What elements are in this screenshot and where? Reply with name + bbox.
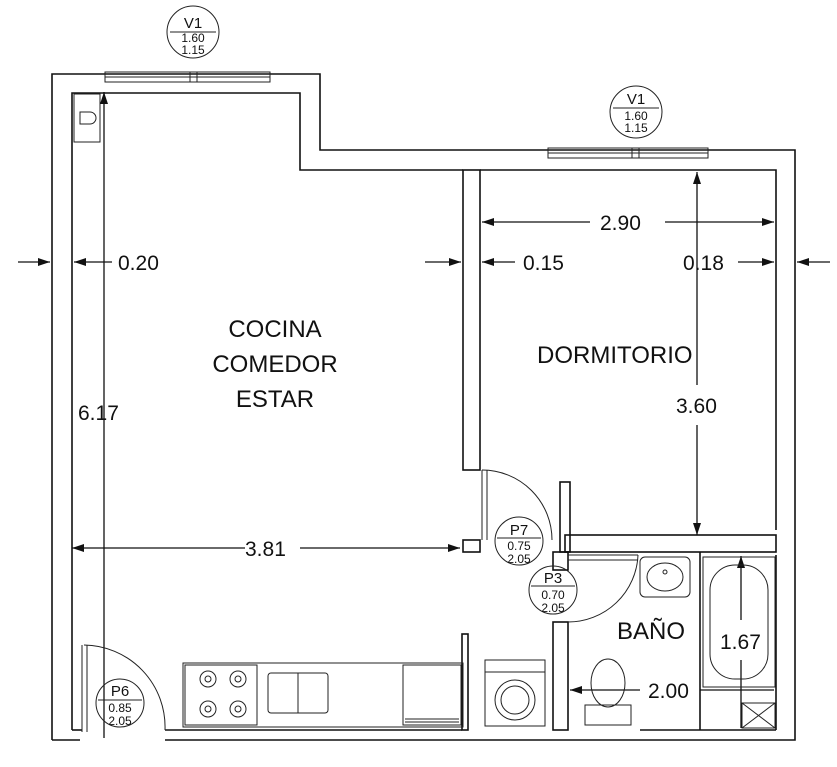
shaft-symbol: [741, 702, 776, 729]
dim-living-depth: 6.17: [78, 402, 119, 425]
window-code: V1: [184, 15, 202, 32]
interior-walls: [461, 169, 777, 731]
window-code: V1: [627, 91, 645, 108]
door-width: 0.85: [108, 701, 132, 715]
door-height: 2.05: [108, 714, 132, 728]
bathroom-sink-symbol: [639, 556, 691, 598]
door-height: 2.05: [541, 601, 565, 615]
dim-wall-middle: 0.15: [523, 252, 564, 275]
door-tag-p6: P6 0.85 2.05: [95, 678, 145, 728]
stove-symbol: [184, 664, 258, 726]
door-p3: [567, 554, 639, 623]
exterior-walls: [51, 73, 796, 741]
door-height: 2.05: [507, 552, 531, 566]
kitchen-sink-symbol: [267, 672, 329, 714]
window-height: 1.15: [624, 121, 648, 135]
window-width: 1.60: [181, 31, 205, 45]
door-tag-p3: P3 0.70 2.05: [528, 565, 578, 615]
door-code: P3: [544, 570, 562, 587]
dim-wall-left: 0.20: [118, 252, 159, 275]
bathtub-symbol: [702, 556, 776, 688]
door-code: P6: [111, 683, 129, 700]
dim-bath-width: 2.00: [648, 680, 689, 703]
dim-living-width: 3.81: [245, 538, 286, 561]
refrigerator-symbol: [402, 664, 462, 726]
room-label-bedroom: DORMITORIO: [537, 342, 693, 369]
dim-bedroom-depth: 3.60: [676, 395, 717, 418]
room-label-living: COCINA COMEDOR ESTAR: [212, 316, 337, 413]
dim-wall-right: 0.18: [683, 252, 724, 275]
window-bedroom: [547, 147, 709, 159]
door-width: 0.75: [507, 539, 531, 553]
kitchen-counter: [182, 662, 464, 728]
door-tag-p7: P7 0.75 2.05: [494, 516, 544, 566]
room-label-bath: BAÑO: [617, 618, 685, 645]
door-width: 0.70: [541, 588, 565, 602]
door-p7: [481, 469, 553, 541]
dim-bath-depth: 1.67: [720, 631, 761, 654]
toilet-symbol: [584, 658, 632, 726]
window-width: 1.60: [624, 109, 648, 123]
window-living: [104, 71, 271, 83]
dim-bedroom-width: 2.90: [600, 212, 641, 235]
window-height: 1.15: [181, 43, 205, 57]
washing-machine-symbol: [484, 659, 546, 727]
room-label-line: COCINA: [228, 316, 321, 343]
room-label-line: COMEDOR: [212, 351, 337, 378]
window-tag-v1-living: V1 1.60 1.15: [166, 5, 220, 59]
door-code: P7: [510, 522, 528, 539]
window-tag-v1-bedroom: V1 1.60 1.15: [609, 85, 663, 139]
dimension-lines: [18, 92, 830, 738]
water-heater-symbol: [73, 93, 101, 143]
door-p6: [81, 644, 166, 732]
room-label-line: ESTAR: [236, 386, 314, 413]
